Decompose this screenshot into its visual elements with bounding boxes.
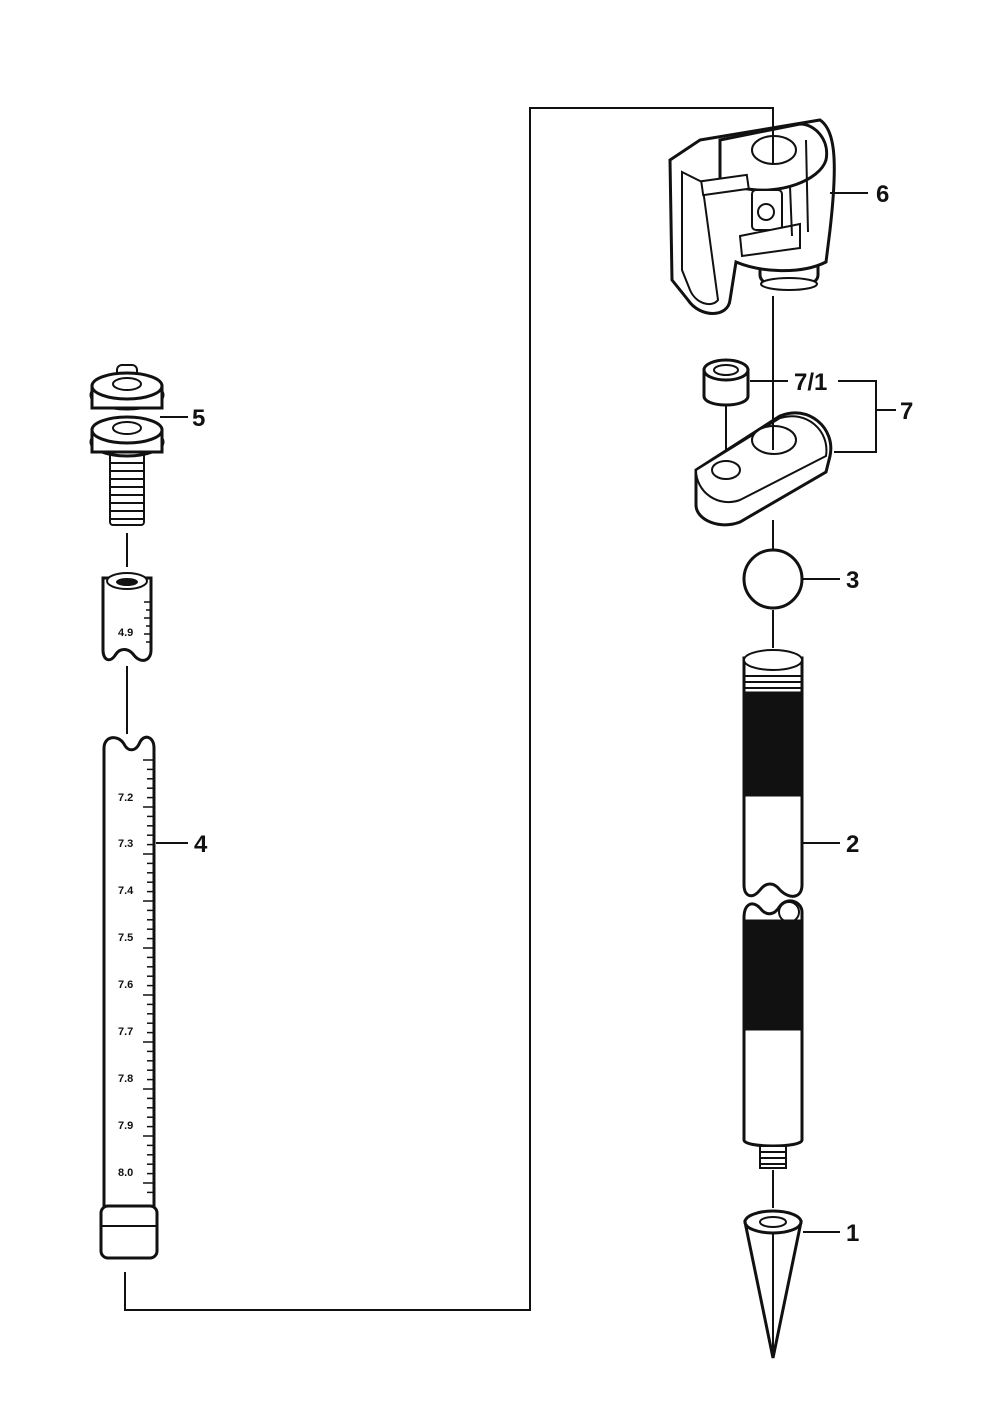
scale-label-7-2: 7.2 (118, 792, 133, 804)
callout-6: 6 (876, 181, 889, 208)
scale-label-7-9: 7.9 (118, 1120, 133, 1132)
callout-4: 4 (194, 831, 208, 858)
part-5-threaded-stud-with-nuts (89, 364, 165, 526)
scale-label-8-0: 8.0 (118, 1167, 133, 1179)
callout-5: 5 (192, 405, 205, 432)
scale-sleeve-short: 4.9 (101, 572, 153, 662)
scale-label-short: 4.9 (118, 627, 133, 639)
scale-label-7-7: 7.7 (118, 1026, 133, 1038)
part-3-ball (742, 548, 804, 610)
part-6-adapter-head (668, 118, 836, 315)
part-4-graduated-rod: 7.2 7.3 7.4 7.5 7.6 7.7 7.8 7.9 8.0 (99, 735, 159, 1260)
scale-label-7-5: 7.5 (118, 932, 133, 944)
part-2-threaded-pole (742, 649, 804, 1169)
part-1-spike-tip (743, 1209, 803, 1359)
scale-label-7-8: 7.8 (118, 1073, 133, 1085)
callout-7: 7 (900, 398, 913, 425)
callout-7-1: 7/1 (794, 369, 827, 396)
part-7-1-bushing (702, 358, 750, 470)
assembly-connector-line (124, 107, 774, 1311)
scale-label-7-3: 7.3 (118, 838, 133, 850)
part-7-clamp-plate (694, 411, 833, 527)
scale-label-7-6: 7.6 (118, 979, 133, 991)
callout-3: 3 (846, 567, 859, 594)
callout-2: 2 (846, 831, 859, 858)
bracket-7 (834, 380, 877, 453)
callout-1: 1 (846, 1220, 859, 1247)
scale-label-7-4: 7.4 (118, 885, 134, 897)
